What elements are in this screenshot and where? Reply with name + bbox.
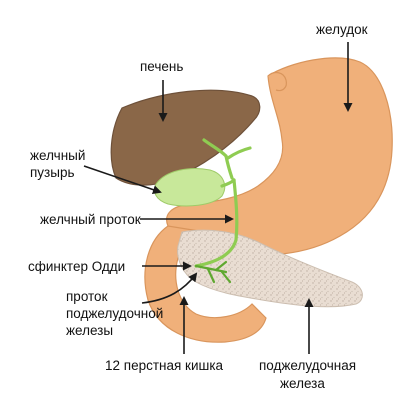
bile-duct-tree: [194, 138, 252, 268]
label-gallbladder-line1: желчный: [30, 148, 85, 163]
pancreatic-duct-arrow: [141, 272, 198, 304]
pancreas-texture: [177, 230, 363, 307]
liver-shape: [110, 89, 261, 186]
gallbladder-shape: [154, 168, 226, 207]
label-pancreatic-duct-line2: поджелудочной: [66, 306, 163, 321]
label-sphincter: сфинктер Одди: [28, 259, 125, 274]
gallbladder-arrow: [83, 165, 162, 194]
label-duodenum: 12 перстная кишка: [105, 358, 224, 373]
label-bile-duct: желчный проток: [40, 212, 141, 227]
pancreatic-duct-tree: [194, 260, 232, 284]
label-pancreatic-duct-line3: железы: [66, 323, 113, 338]
label-gallbladder-line2: пузырь: [30, 165, 75, 180]
annotation-arrows: [83, 42, 353, 354]
label-liver: печень: [140, 59, 183, 74]
label-pancreatic-duct-line1: проток: [66, 289, 108, 304]
label-pancreas-line2: железа: [280, 376, 325, 391]
label-stomach: желудок: [316, 22, 368, 37]
stomach-top-bump: [267, 71, 287, 92]
label-pancreas-line1: поджелудочная: [259, 358, 356, 373]
